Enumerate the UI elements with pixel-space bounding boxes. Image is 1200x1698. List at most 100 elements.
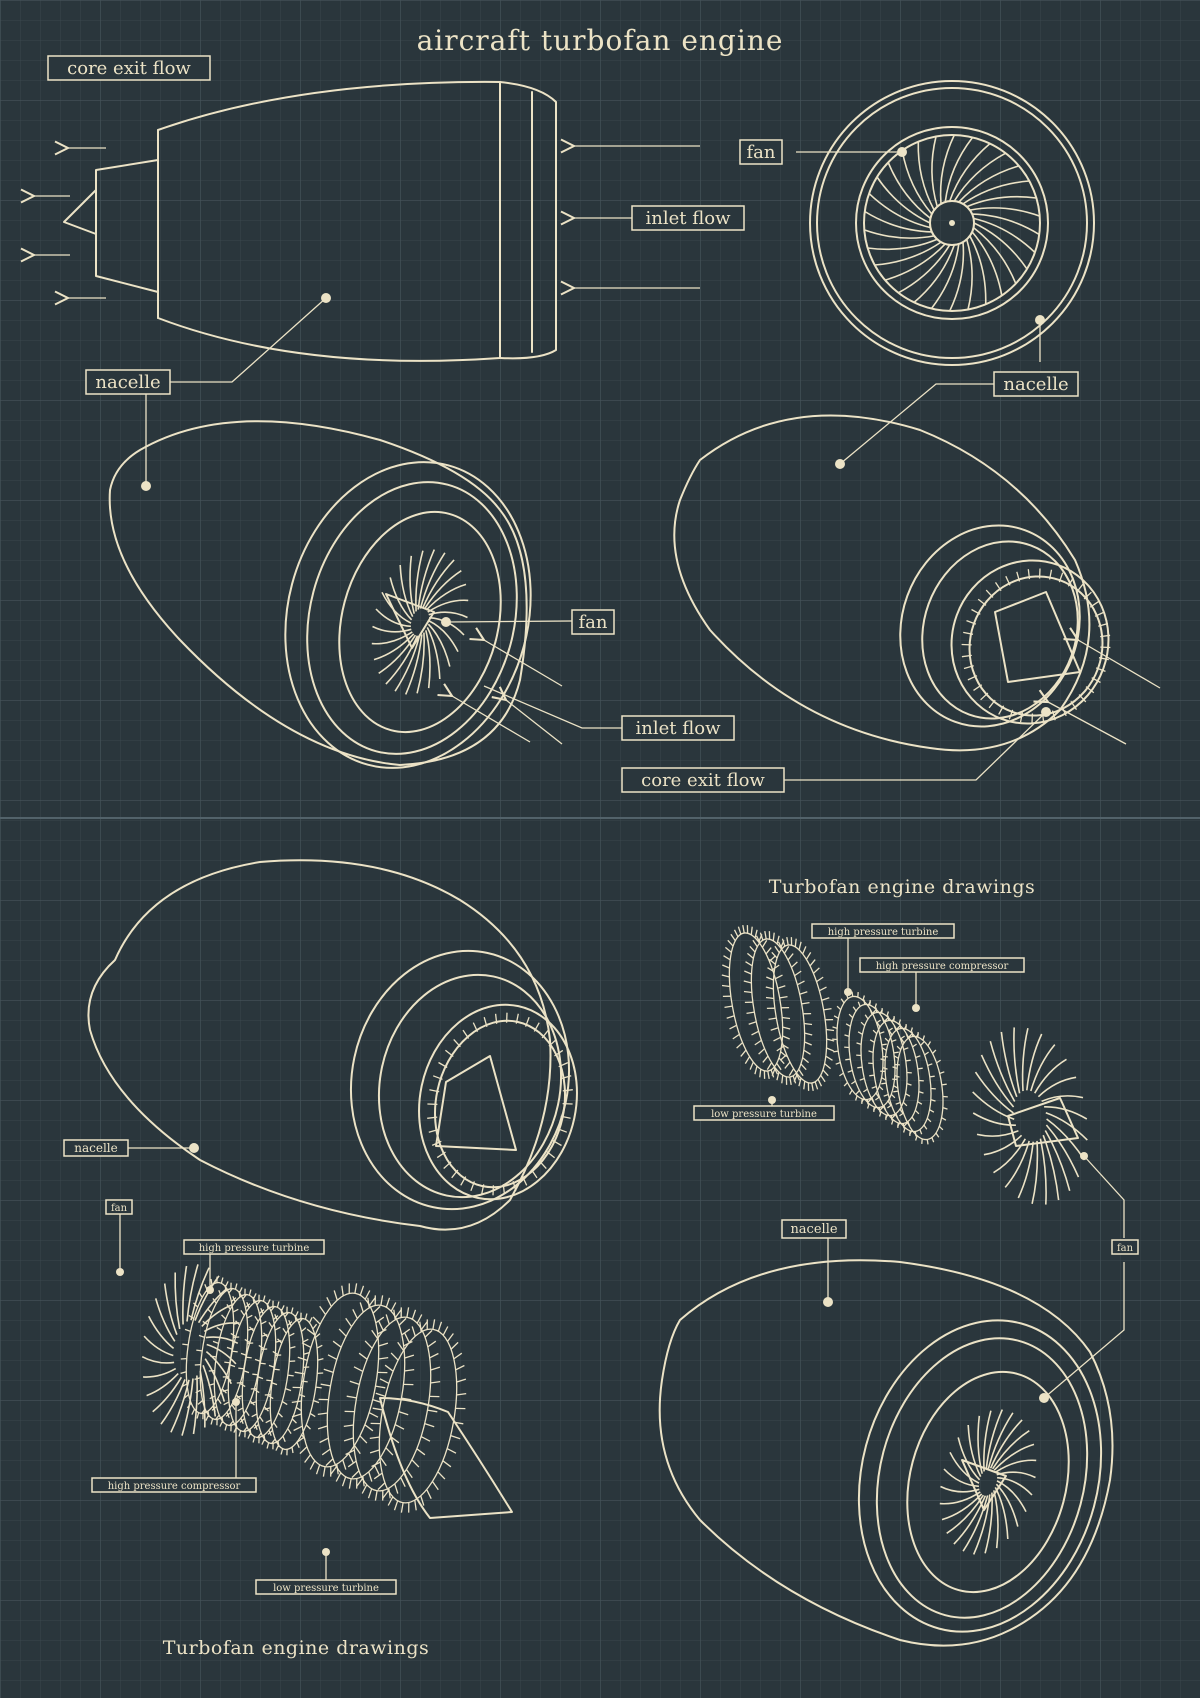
blade xyxy=(823,1007,832,1011)
blade xyxy=(761,940,768,948)
blade xyxy=(353,1366,364,1372)
blade xyxy=(214,1414,220,1421)
blade xyxy=(409,555,415,614)
blade xyxy=(820,1074,826,1083)
blade xyxy=(325,1458,334,1467)
blade xyxy=(1016,571,1021,582)
blade xyxy=(385,1297,391,1308)
blade xyxy=(902,1101,908,1107)
blade xyxy=(857,1031,863,1035)
blade xyxy=(890,1119,894,1125)
blade xyxy=(301,1342,312,1348)
blade xyxy=(803,1081,806,1090)
blade xyxy=(184,1328,191,1333)
blade xyxy=(881,1082,887,1085)
blade xyxy=(195,1389,202,1394)
blade xyxy=(884,243,946,281)
blade xyxy=(351,1470,360,1479)
blade xyxy=(896,1025,901,1030)
blade xyxy=(416,1448,426,1456)
blade xyxy=(234,1283,238,1290)
blade xyxy=(380,1295,384,1306)
blade xyxy=(872,1029,878,1035)
blade xyxy=(985,589,994,598)
blade xyxy=(369,1436,380,1440)
blade xyxy=(446,1448,457,1454)
blade xyxy=(1091,677,1101,684)
blade xyxy=(899,1108,904,1114)
blade xyxy=(816,976,824,983)
blade xyxy=(411,1326,416,1337)
blade xyxy=(1037,1076,1077,1098)
blade xyxy=(1013,1027,1021,1094)
blade xyxy=(196,1349,203,1352)
blade xyxy=(803,1022,813,1026)
blade xyxy=(274,1326,281,1331)
blade xyxy=(881,1047,887,1051)
blade xyxy=(259,1416,264,1422)
blade xyxy=(309,1460,316,1470)
blade xyxy=(212,1340,219,1345)
blade xyxy=(915,1055,921,1059)
blade xyxy=(317,1412,328,1416)
blade xyxy=(260,1308,264,1315)
blade xyxy=(776,1045,784,1052)
blade xyxy=(989,1040,1016,1102)
blade xyxy=(421,559,455,609)
blade xyxy=(884,1027,932,1133)
blade xyxy=(1085,686,1095,694)
blade xyxy=(191,1408,196,1415)
blade xyxy=(929,1109,935,1113)
blade xyxy=(799,991,808,995)
blade xyxy=(512,1181,517,1191)
blade xyxy=(918,1090,924,1094)
blade xyxy=(800,1063,807,1071)
blade xyxy=(261,1438,266,1445)
blade xyxy=(893,1090,899,1093)
blade xyxy=(857,1066,863,1069)
blade xyxy=(404,1368,415,1372)
blade xyxy=(530,1169,538,1179)
blade xyxy=(930,1098,936,1102)
blade xyxy=(338,1328,347,1337)
blade xyxy=(972,213,1040,236)
blade xyxy=(232,1308,239,1313)
blade xyxy=(429,1089,440,1093)
blade xyxy=(330,1466,338,1475)
blade xyxy=(833,1050,839,1053)
blade xyxy=(772,944,828,1084)
blade xyxy=(835,1061,841,1065)
blade xyxy=(210,1355,217,1358)
blade xyxy=(266,1442,270,1449)
blade xyxy=(216,1326,223,1332)
blade xyxy=(867,1098,872,1103)
blade xyxy=(182,1343,189,1346)
blade xyxy=(768,1017,777,1021)
blade xyxy=(745,961,753,967)
blade xyxy=(377,1482,386,1491)
blade xyxy=(419,1321,422,1332)
blade xyxy=(141,1355,175,1364)
blade xyxy=(764,930,767,940)
label-top-nacelle-right: nacelle xyxy=(993,371,1079,397)
blade xyxy=(939,1071,945,1075)
blade xyxy=(931,1137,935,1143)
blade xyxy=(238,1367,245,1370)
blade xyxy=(771,1067,776,1076)
blade xyxy=(881,1017,885,1023)
label-text: inlet flow xyxy=(636,718,722,739)
blade xyxy=(1017,1141,1034,1199)
blade xyxy=(848,1003,896,1109)
blade xyxy=(369,1449,380,1454)
blade xyxy=(772,932,775,941)
blade xyxy=(749,945,756,953)
blade xyxy=(911,1116,916,1122)
blade xyxy=(539,1160,547,1170)
blade xyxy=(768,958,777,966)
blade xyxy=(836,1005,842,1011)
blade xyxy=(872,1019,920,1125)
blade xyxy=(1042,1134,1060,1201)
blade xyxy=(275,1444,280,1451)
blade xyxy=(305,1424,311,1430)
